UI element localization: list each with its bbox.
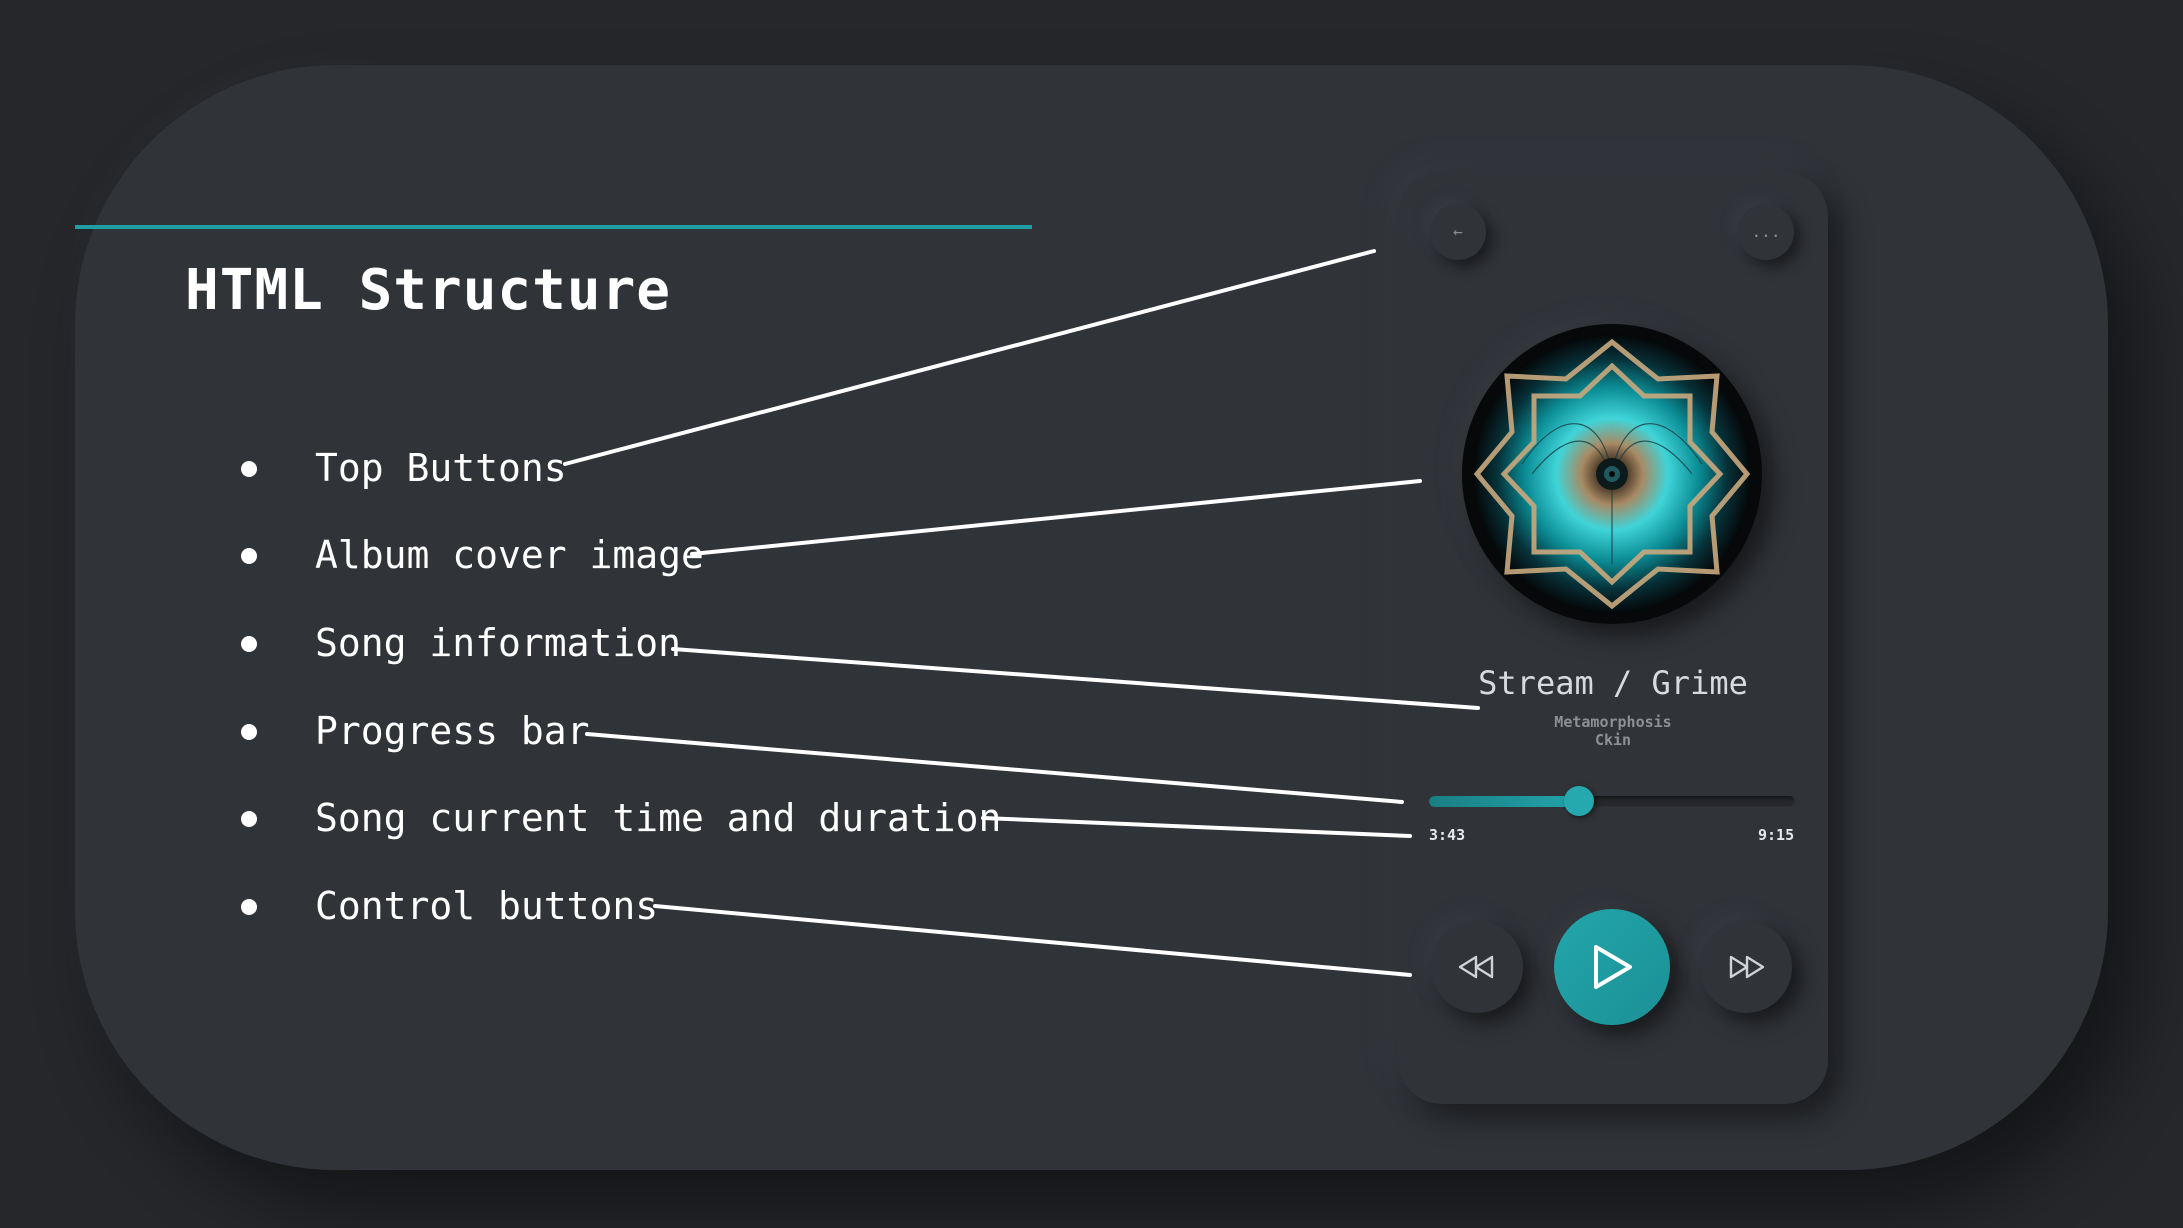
current-time: 3:43 — [1429, 826, 1466, 844]
album-cover-image — [1462, 324, 1762, 624]
bullet-control-buttons: Control buttons — [315, 884, 659, 928]
slide-title: HTML Structure — [185, 258, 672, 323]
progress-handle[interactable] — [1564, 786, 1595, 816]
bullet-dot — [241, 811, 257, 827]
bullet-dot — [241, 636, 257, 652]
song-album: Metamorphosis — [1554, 713, 1672, 731]
duration-time: 9:15 — [1758, 826, 1795, 844]
back-button[interactable]: ← — [1430, 204, 1486, 260]
bullet-album-cover: Album cover image — [315, 533, 704, 577]
fast-forward-button[interactable] — [1700, 921, 1792, 1013]
bullet-dot — [241, 724, 257, 740]
play-button[interactable] — [1554, 909, 1670, 1025]
more-options-icon: ... — [1751, 222, 1781, 241]
fast-forward-icon — [1729, 955, 1765, 979]
song-title: Stream / Grime — [1478, 664, 1748, 702]
bullet-top-buttons: Top Buttons — [315, 446, 567, 490]
bullet-progress-bar: Progress bar — [315, 709, 590, 753]
play-icon — [1594, 945, 1632, 989]
title-accent-line — [75, 225, 1032, 229]
bullet-time-duration: Song current time and duration — [315, 796, 1002, 840]
bullet-dot — [241, 461, 257, 477]
rewind-icon — [1458, 955, 1494, 979]
progress-fill — [1429, 796, 1580, 807]
bullet-dot — [241, 548, 257, 564]
progress-bar[interactable] — [1429, 796, 1795, 807]
album-cover-art — [1462, 324, 1762, 624]
song-artist: Ckin — [1594, 731, 1632, 749]
more-options-button[interactable]: ... — [1738, 204, 1794, 260]
bullet-song-information: Song information — [315, 621, 682, 665]
back-arrow-icon: ← — [1453, 222, 1463, 241]
bullet-dot — [241, 899, 257, 915]
rewind-button[interactable] — [1431, 921, 1523, 1013]
